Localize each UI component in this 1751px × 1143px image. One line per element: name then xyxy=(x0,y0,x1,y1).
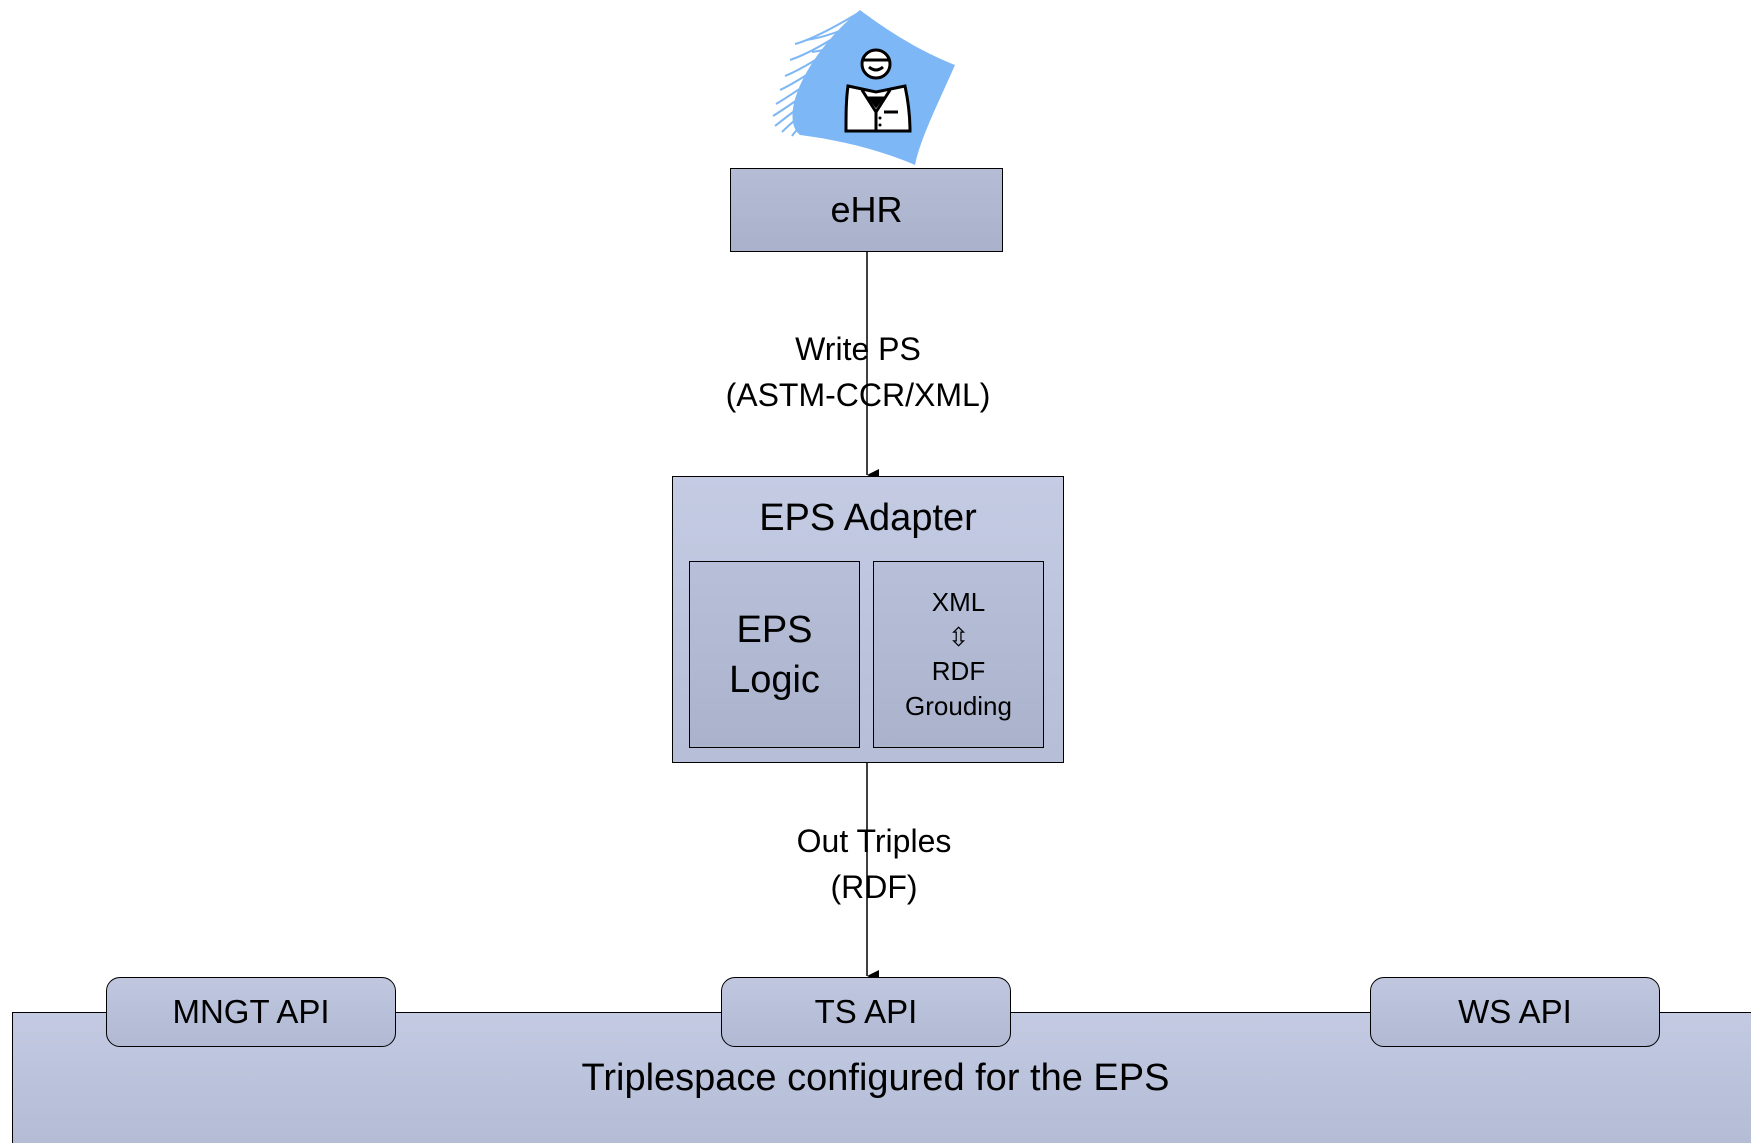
doctor-figure xyxy=(844,48,912,133)
grounding-line: Grouding xyxy=(905,691,1012,721)
grounding-line: RDF xyxy=(931,656,986,686)
eps-logic-line: Logic xyxy=(729,658,820,701)
ehr-label: eHR xyxy=(830,189,903,230)
ws-api-node: WS API xyxy=(1370,977,1660,1047)
blue-swoosh-background xyxy=(772,10,955,165)
eps-adapter-title: EPS Adapter xyxy=(759,497,977,539)
eps-logic-node: EPS Logic xyxy=(689,561,860,748)
edge-label-line: (ASTM-CCR/XML) xyxy=(725,377,991,413)
edge-label-line: Write PS xyxy=(795,331,921,367)
grounding-line: XML xyxy=(931,587,986,617)
ts-api-node: TS API xyxy=(721,977,1011,1047)
mngt-api-node: MNGT API xyxy=(106,977,396,1047)
edge-label-out-triples: Out Triples (RDF) xyxy=(664,818,1084,910)
edge-label-line: (RDF) xyxy=(830,869,918,905)
eps-adapter-node: EPS Adapter EPS Logic XML ⇳ RDF Grouding xyxy=(672,476,1064,763)
ts-api-label: TS API xyxy=(814,993,918,1030)
triplespace-label: Triplespace configured for the EPS xyxy=(581,1057,1170,1099)
eps-logic-line: EPS xyxy=(736,608,813,651)
up-down-arrow-icon: ⇳ xyxy=(947,622,970,652)
ws-api-label: WS API xyxy=(1458,993,1572,1030)
ehr-node: eHR xyxy=(730,168,1003,252)
rdf-grounding-node: XML ⇳ RDF Grouding xyxy=(873,561,1044,748)
mngt-api-label: MNGT API xyxy=(172,993,330,1030)
edge-label-write-ps: Write PS (ASTM-CCR/XML) xyxy=(648,326,1068,418)
edge-label-line: Out Triples xyxy=(796,823,952,859)
